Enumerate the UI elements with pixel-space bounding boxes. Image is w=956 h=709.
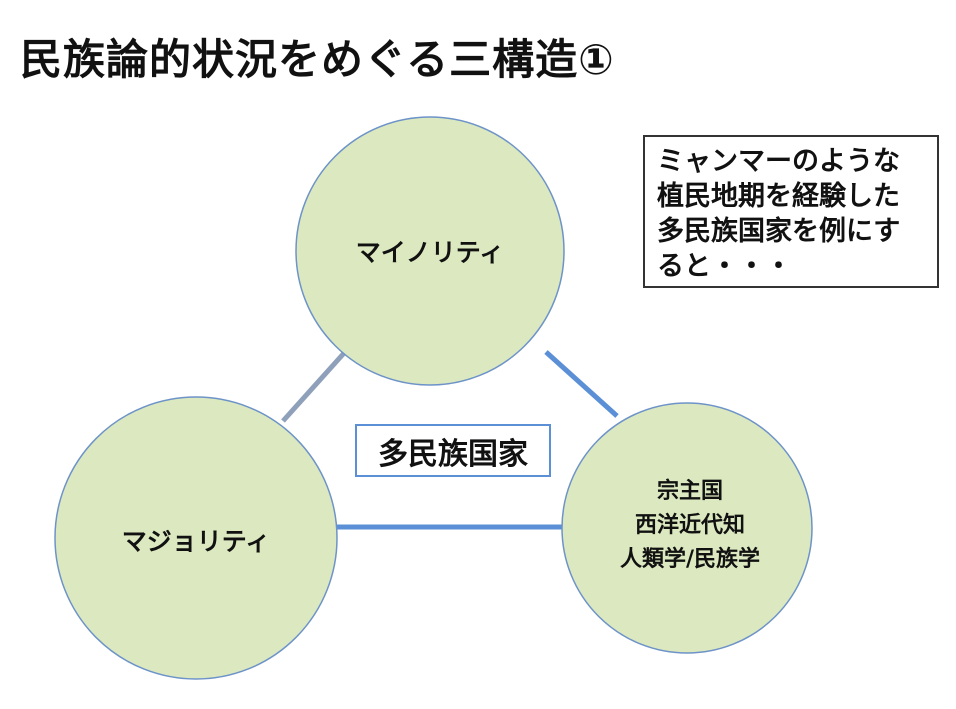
circle-majority [54, 396, 338, 680]
circle-minority [295, 116, 565, 386]
note-line: 多民族国家を例にす [657, 216, 901, 247]
note-line: ると・・・ [657, 251, 792, 282]
label-suzerain-line: 宗主国 [656, 479, 724, 504]
connector-top-right [544, 350, 619, 418]
connector-top-left [281, 350, 347, 423]
label-suzerain: 宗主国 西洋近代知 人類学/民族学 [620, 475, 760, 577]
label-minority: マイノリティ [355, 238, 505, 267]
label-suzerain-line: 人類学/民族学 [619, 547, 761, 572]
note-line: ミャンマーのような [657, 146, 900, 177]
center-label-box: 多民族国家 [355, 424, 551, 477]
slide-title: 民族論的状況をめぐる三構造① [20, 35, 615, 84]
note-line: 植民地期を経験した [657, 181, 900, 212]
center-label: 多民族国家 [378, 436, 528, 472]
note-box: ミャンマーのような 植民地期を経験した 多民族国家を例にす ると・・・ [643, 135, 939, 288]
circle-suzerain [561, 402, 813, 654]
label-majority: マジョリティ [121, 527, 271, 556]
label-suzerain-line: 西洋近代知 [634, 513, 746, 538]
